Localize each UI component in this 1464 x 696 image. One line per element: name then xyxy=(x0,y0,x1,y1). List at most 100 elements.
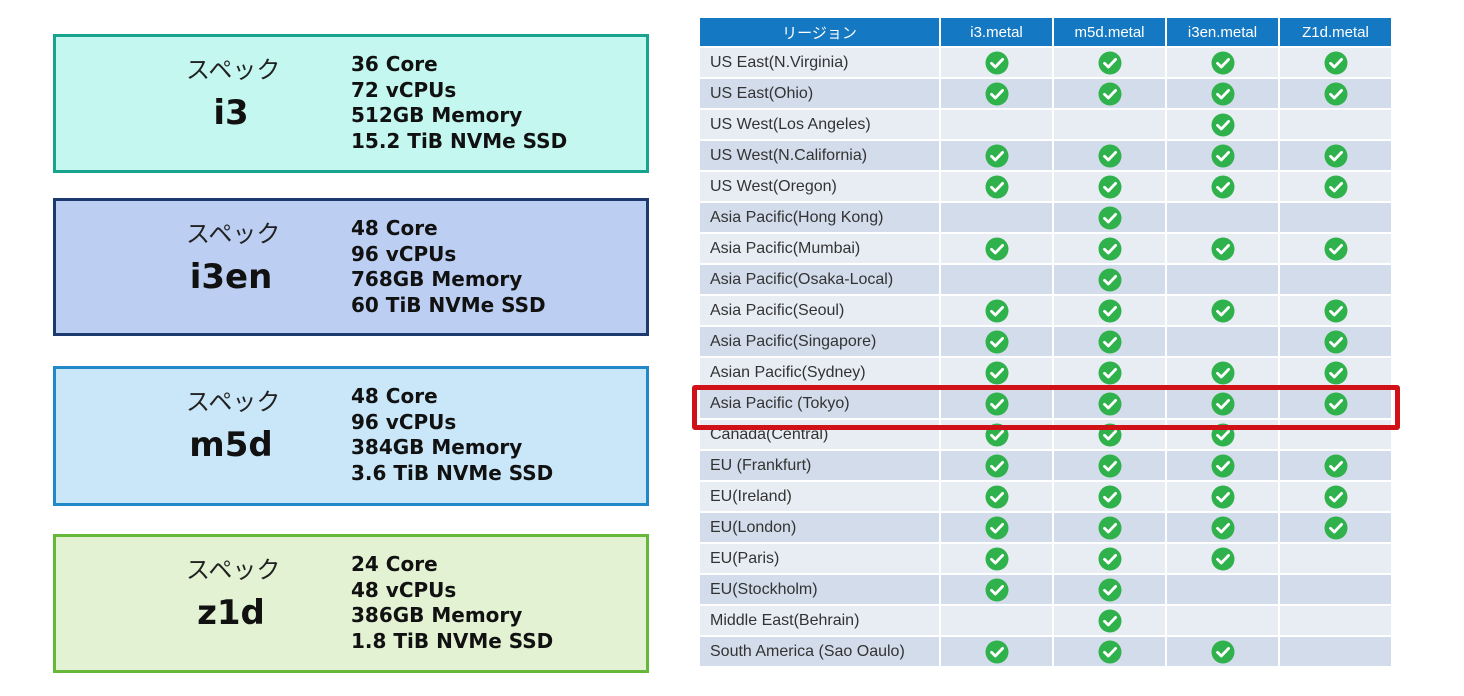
region-name: EU(Paris) xyxy=(700,542,941,573)
availability-cell-i3-metal xyxy=(941,108,1054,139)
check-circle-icon xyxy=(985,175,1008,198)
table-row: Canada(Central) xyxy=(700,418,1393,449)
header-z1d-metal: Z1d.metal xyxy=(1280,18,1393,46)
availability-cell-i3en-metal xyxy=(1167,573,1280,604)
availability-cell-z1d-metal xyxy=(1280,46,1393,77)
availability-cell-i3-metal xyxy=(941,263,1054,294)
availability-cell-i3en-metal xyxy=(1167,108,1280,139)
check-circle-icon xyxy=(1211,454,1234,477)
check-circle-icon xyxy=(1211,144,1234,167)
header-region: リージョン xyxy=(700,18,941,46)
availability-cell-i3en-metal xyxy=(1167,387,1280,418)
check-circle-icon xyxy=(1098,392,1121,415)
check-circle-icon xyxy=(1324,175,1347,198)
availability-cell-z1d-metal xyxy=(1280,232,1393,263)
check-circle-icon xyxy=(1098,516,1121,539)
check-circle-icon xyxy=(985,51,1008,74)
availability-cell-m5d-metal xyxy=(1054,77,1167,108)
check-circle-icon xyxy=(985,82,1008,105)
check-circle-icon xyxy=(1211,485,1234,508)
spec-detail-line: 15.2 TiB NVMe SSD xyxy=(351,129,568,154)
availability-cell-i3en-metal xyxy=(1167,139,1280,170)
spec-instance-name: z1d xyxy=(197,593,265,633)
spec-label: スペック xyxy=(186,388,281,416)
availability-cell-i3-metal xyxy=(941,480,1054,511)
availability-cell-i3-metal xyxy=(941,77,1054,108)
availability-cell-m5d-metal xyxy=(1054,108,1167,139)
availability-cell-i3en-metal xyxy=(1167,480,1280,511)
availability-cell-m5d-metal xyxy=(1054,418,1167,449)
table-row: US West(Oregon) xyxy=(700,170,1393,201)
check-circle-icon xyxy=(1098,51,1121,74)
spec-detail-line: 36 Core xyxy=(351,52,438,76)
table-row: US East(Ohio) xyxy=(700,77,1393,108)
availability-cell-z1d-metal xyxy=(1280,387,1393,418)
availability-cell-i3-metal xyxy=(941,139,1054,170)
check-circle-icon xyxy=(985,330,1008,353)
check-circle-icon xyxy=(1098,485,1121,508)
availability-cell-z1d-metal xyxy=(1280,635,1393,666)
check-circle-icon xyxy=(985,299,1008,322)
check-circle-icon xyxy=(1324,299,1347,322)
check-circle-icon xyxy=(1211,547,1234,570)
region-name: Asia Pacific(Hong Kong) xyxy=(700,201,941,232)
availability-cell-i3-metal xyxy=(941,232,1054,263)
check-circle-icon xyxy=(985,144,1008,167)
check-circle-icon xyxy=(1324,392,1347,415)
table-row: US West(N.California) xyxy=(700,139,1393,170)
table-row: EU(Paris) xyxy=(700,542,1393,573)
spec-detail-line: 72 vCPUs xyxy=(351,77,457,102)
check-circle-icon xyxy=(1211,640,1234,663)
check-circle-icon xyxy=(1211,299,1234,322)
check-circle-icon xyxy=(985,423,1008,446)
check-circle-icon xyxy=(1211,82,1234,105)
availability-cell-z1d-metal xyxy=(1280,263,1393,294)
availability-cell-i3-metal xyxy=(941,418,1054,449)
check-circle-icon xyxy=(985,454,1008,477)
check-circle-icon xyxy=(1098,299,1121,322)
check-circle-icon xyxy=(1324,485,1347,508)
availability-cell-m5d-metal xyxy=(1054,635,1167,666)
region-name: Canada(Central) xyxy=(700,418,941,449)
check-circle-icon xyxy=(1098,454,1121,477)
availability-cell-z1d-metal xyxy=(1280,573,1393,604)
spec-detail-line: 1.8 TiB NVMe SSD xyxy=(351,629,554,654)
availability-cell-m5d-metal xyxy=(1054,356,1167,387)
spec-instance-name: i3 xyxy=(213,93,249,133)
availability-cell-z1d-metal xyxy=(1280,201,1393,232)
availability-cell-i3en-metal xyxy=(1167,263,1280,294)
availability-cell-z1d-metal xyxy=(1280,480,1393,511)
spec-detail-line: 48 vCPUs xyxy=(351,577,457,602)
availability-cell-i3en-metal xyxy=(1167,542,1280,573)
check-circle-icon xyxy=(1098,237,1121,260)
availability-cell-i3-metal xyxy=(941,387,1054,418)
region-name: US East(Ohio) xyxy=(700,77,941,108)
availability-cell-m5d-metal xyxy=(1054,325,1167,356)
availability-cell-i3-metal xyxy=(941,635,1054,666)
availability-cell-i3en-metal xyxy=(1167,418,1280,449)
table-row: Asia Pacific(Mumbai) xyxy=(700,232,1393,263)
spec-label: スペック xyxy=(186,56,281,84)
check-circle-icon xyxy=(1324,51,1347,74)
table-row: EU(London) xyxy=(700,511,1393,542)
spec-detail-line: 768GB Memory xyxy=(351,267,523,292)
availability-cell-i3en-metal xyxy=(1167,46,1280,77)
check-circle-icon xyxy=(1324,237,1347,260)
availability-cell-m5d-metal xyxy=(1054,511,1167,542)
availability-cell-m5d-metal xyxy=(1054,480,1167,511)
availability-cell-m5d-metal xyxy=(1054,387,1167,418)
check-circle-icon xyxy=(985,485,1008,508)
availability-cell-z1d-metal xyxy=(1280,170,1393,201)
availability-cell-i3en-metal xyxy=(1167,604,1280,635)
availability-cell-m5d-metal xyxy=(1054,232,1167,263)
availability-cell-i3en-metal xyxy=(1167,449,1280,480)
check-circle-icon xyxy=(1324,82,1347,105)
availability-cell-i3-metal xyxy=(941,46,1054,77)
spec-detail-line: 3.6 TiB NVMe SSD xyxy=(351,461,554,486)
table-row: Asia Pacific (Tokyo) xyxy=(700,387,1393,418)
region-name: EU(Ireland) xyxy=(700,480,941,511)
availability-cell-i3-metal xyxy=(941,511,1054,542)
